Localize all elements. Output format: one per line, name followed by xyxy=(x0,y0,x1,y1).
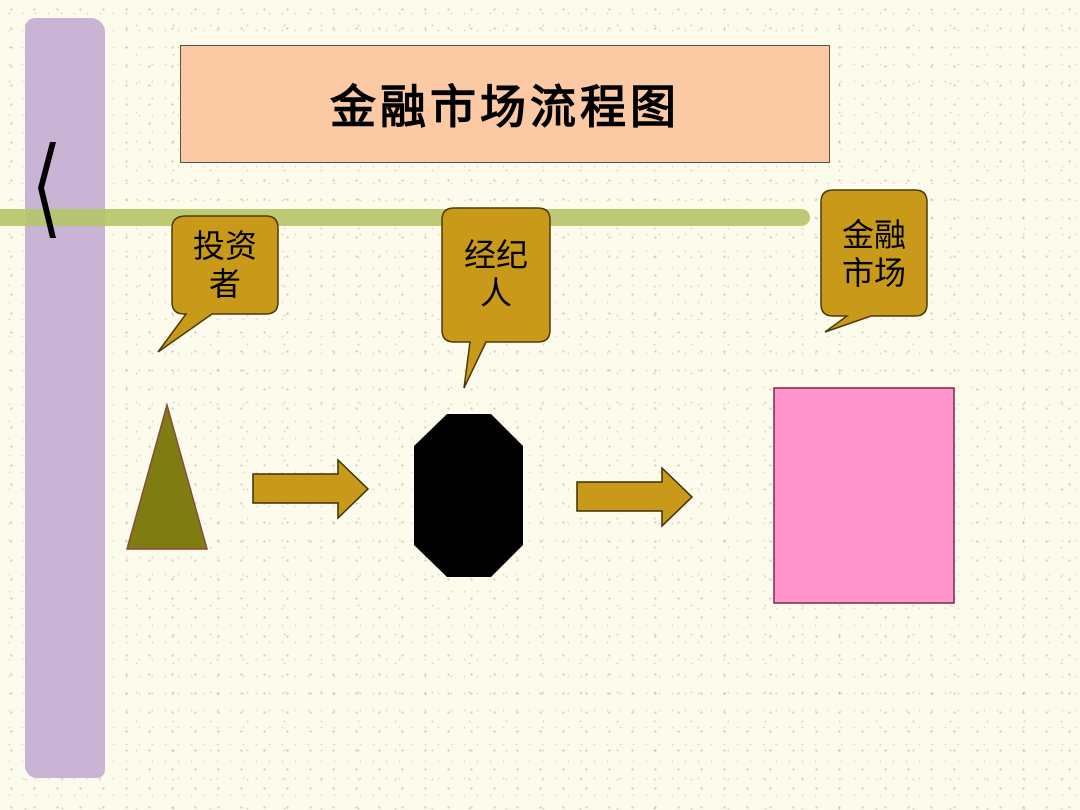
market-rectangle xyxy=(773,387,955,604)
callout-broker-line1: 经纪 xyxy=(463,236,528,274)
title-box: 金融市场流程图 xyxy=(180,45,830,163)
bracket-decoration-icon xyxy=(38,142,56,238)
callout-broker-label: 经纪 人 xyxy=(442,228,550,320)
broker-octagon xyxy=(414,414,523,577)
callout-investor-line2: 者 xyxy=(208,265,241,303)
callout-broker xyxy=(441,207,551,389)
callout-investor-label: 投资 者 xyxy=(172,220,278,310)
callout-market xyxy=(820,189,928,333)
arrow-right-1 xyxy=(252,458,370,520)
decorative-side-bar xyxy=(25,18,105,778)
callout-market-label: 金融 市场 xyxy=(822,210,926,298)
investor-triangle xyxy=(126,402,208,550)
callout-market-line1: 金融 xyxy=(841,216,906,254)
arrow-right-2 xyxy=(576,466,694,528)
callout-market-line2: 市场 xyxy=(841,254,906,292)
callout-investor xyxy=(157,215,279,353)
callout-broker-line2: 人 xyxy=(479,274,512,312)
callout-investor-line1: 投资 xyxy=(192,227,257,265)
page-title: 金融市场流程图 xyxy=(330,80,680,134)
